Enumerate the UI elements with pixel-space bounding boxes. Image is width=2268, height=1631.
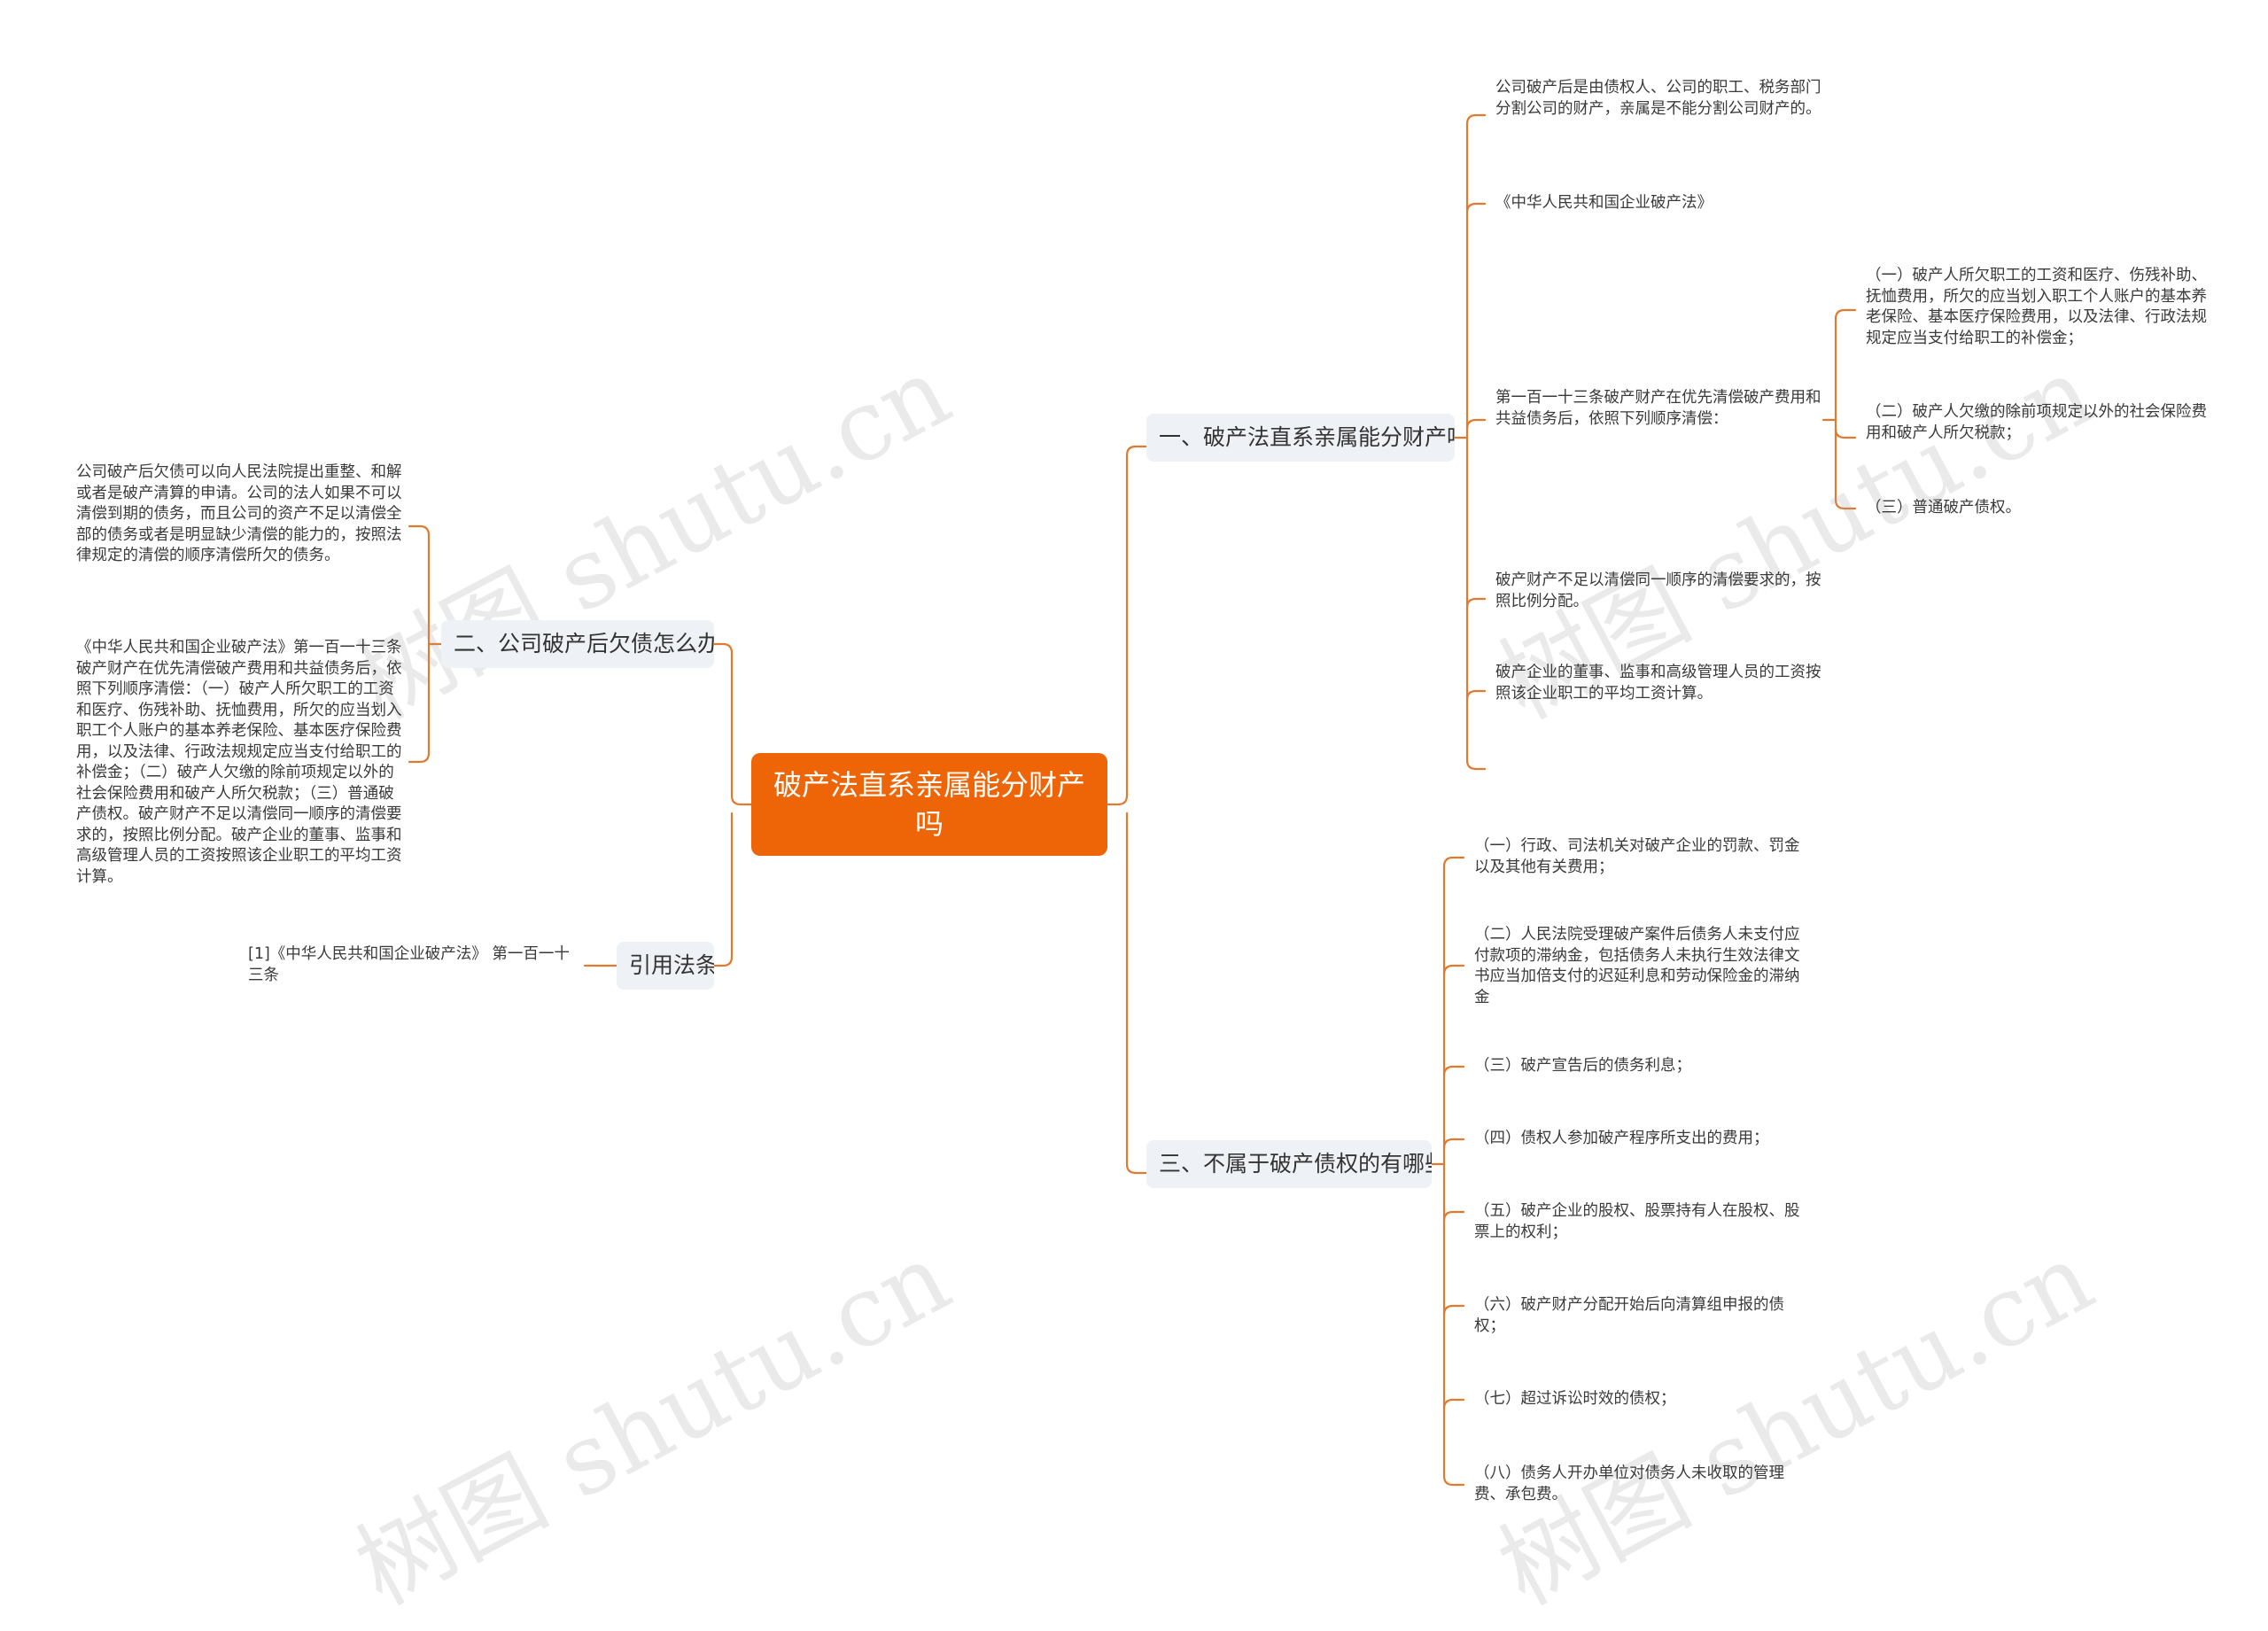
- leaf-proportional-distribution: 破产财产不足以清偿同一顺序的清偿要求的，按照比例分配。: [1495, 571, 1821, 610]
- leaf-executive-salary: 破产企业的董事、监事和高级管理人员的工资按照该企业职工的平均工资计算。: [1495, 664, 1821, 703]
- leaf-claim-6: （六）破产财产分配开始后向清算组申报的债权；: [1474, 1296, 1784, 1335]
- connector-lines: [408, 113, 1857, 1487]
- root-topic[interactable]: 破产法直系亲属能分财产吗: [751, 753, 1107, 856]
- leaf-debt-handling: 公司破产后欠债可以向人民法院提出重整、和解或者是破产清算的申请。公司的法人如果不…: [76, 463, 402, 564]
- leaf-article-113: 第一百一十三条破产财产在优先清偿破产费用和共益债务后，依照下列顺序清偿：: [1495, 389, 1821, 428]
- branch-debt-after-bankruptcy[interactable]: 二、公司破产后欠债怎么办: [441, 620, 714, 668]
- branch-non-bankruptcy-claims[interactable]: 三、不属于破产债权的有哪些: [1146, 1140, 1432, 1188]
- leaf-law-full-text: 《中华人民共和国企业破产法》第一百一十三条破产财产在优先清偿破产费用和共益债务后…: [76, 639, 402, 886]
- leaf-claim-8: （八）债务人开办单位对债务人未收取的管理费、承包费。: [1474, 1464, 1784, 1503]
- leaf-claim-7: （七）超过诉讼时效的债权；: [1474, 1390, 1676, 1408]
- leaf-claim-5: （五）破产企业的股权、股票持有人在股权、股票上的权利；: [1474, 1202, 1800, 1241]
- leaf-company-property: 公司破产后是由债权人、公司的职工、税务部门分割公司的财产，亲属是不能分割公司财产…: [1495, 79, 1821, 118]
- branch-cited-statutes[interactable]: 引用法条: [617, 942, 714, 990]
- leaf-citation: [1]《中华人民共和国企业破产法》 第一百一十三条: [248, 945, 570, 984]
- branch-property-division[interactable]: 一、破产法直系亲属能分财产吗: [1146, 414, 1455, 462]
- leaf-claim-2: （二）人民法院受理破产案件后债务人未支付应付款项的滞纳金，包括债务人未执行生效法…: [1474, 926, 1800, 1006]
- subleaf-priority-1: （一）破产人所欠职工的工资和医疗、伤残补助、抚恤费用，所欠的应当划入职工个人账户…: [1866, 267, 2207, 347]
- leaf-bankruptcy-law: 《中华人民共和国企业破产法》: [1495, 194, 1713, 212]
- leaf-claim-4: （四）债权人参加破产程序所支出的费用；: [1474, 1130, 1769, 1147]
- subleaf-priority-3: （三）普通破产债权。: [1866, 499, 2021, 516]
- root-topic-label: 破产法直系亲属能分财产吗: [773, 768, 1085, 841]
- subleaf-priority-2: （二）破产人欠缴的除前项规定以外的社会保险费用和破产人所欠税款；: [1866, 403, 2207, 442]
- leaf-claim-3: （三）破产宣告后的债务利息；: [1474, 1057, 1691, 1075]
- leaf-claim-1: （一）行政、司法机关对破产企业的罚款、罚金以及其他有关费用；: [1474, 837, 1800, 876]
